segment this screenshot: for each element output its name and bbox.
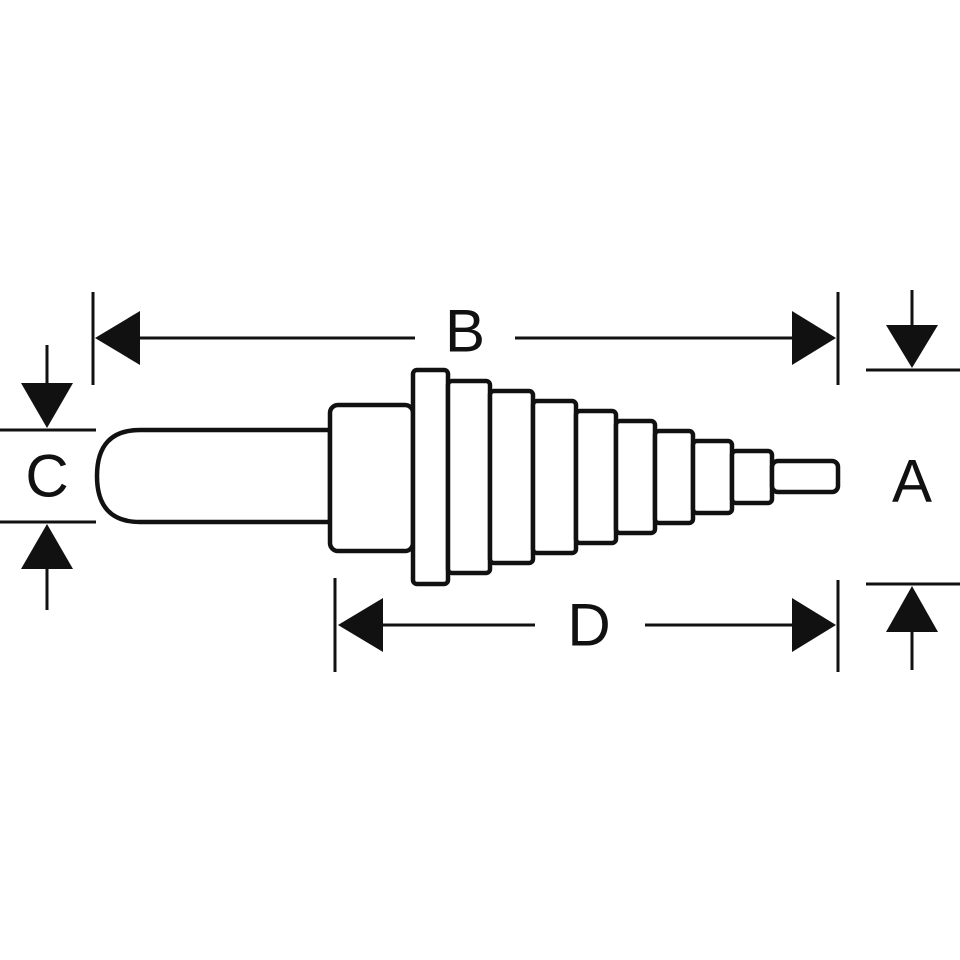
dimension-a-arrowhead-bottom (886, 586, 938, 632)
step-drill-bit (94, 367, 841, 587)
drill-step (652, 428, 696, 526)
drill-shank (94, 427, 333, 525)
drill-steps (410, 367, 775, 587)
drill-step (530, 398, 579, 556)
drill-step (487, 388, 536, 566)
drill-step (445, 378, 493, 576)
dimension-a: A (866, 290, 960, 670)
drill-pilot-tip (769, 458, 841, 495)
dimension-b-arrowhead-left (95, 311, 140, 365)
dimension-a-label: A (892, 448, 932, 515)
dimension-d: D (333, 578, 840, 672)
drill-collar (327, 402, 416, 554)
dimension-b: B (91, 292, 840, 385)
dimension-c-arrowhead-top (21, 383, 73, 428)
dimension-d-arrowhead-right (792, 598, 836, 652)
dimension-b-label: B (445, 298, 485, 365)
dimension-c-label: C (25, 443, 68, 510)
drill-step (410, 367, 451, 587)
drill-step (613, 418, 658, 536)
drill-step (690, 438, 735, 516)
dimension-d-label: D (567, 592, 610, 659)
dimension-a-arrowhead-top (886, 325, 938, 368)
dimension-b-arrowhead-right (792, 311, 836, 365)
dimension-c-arrowhead-bottom (21, 524, 73, 569)
dimension-c: C (0, 345, 96, 610)
drill-step (573, 408, 619, 546)
dimension-d-arrowhead-left (338, 598, 383, 652)
drill-step (729, 448, 775, 506)
